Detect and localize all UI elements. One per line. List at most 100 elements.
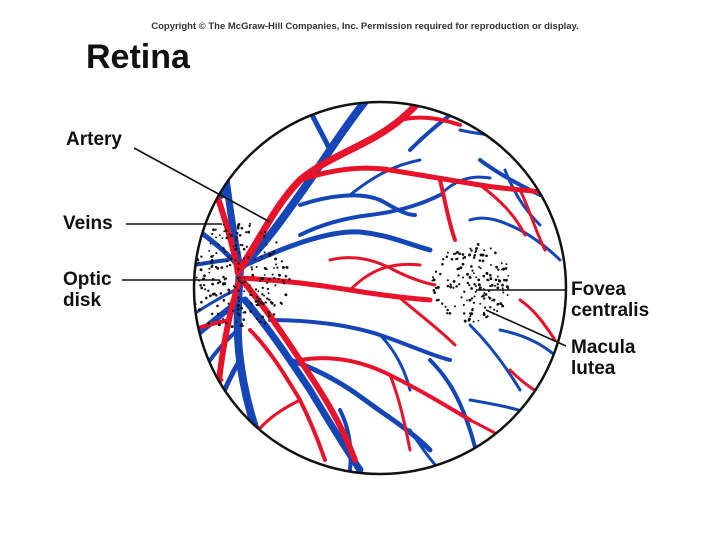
stipple-dot [432,278,436,282]
stipple-dot [207,289,210,293]
stipple-dot [239,243,242,246]
stipple-dot [254,300,258,303]
stipple-dot [446,251,449,254]
stipple-dot [238,251,241,254]
stipple-dot [237,223,240,227]
stipple-dot [497,268,500,271]
stipple-dot [507,287,510,290]
stipple-dot [245,231,248,234]
stipple-dot [485,315,488,319]
stipple-dot [257,300,260,303]
stipple-dot [262,235,266,238]
stipple-dot [449,283,452,286]
stipple-dot [259,279,262,282]
stipple-dot [472,272,475,275]
stipple-dot [446,279,449,282]
stipple-dot [225,322,228,325]
stipple-dot [469,312,472,315]
stipple-dot [259,248,262,251]
stipple-dot [243,276,246,279]
stipple-dot [238,279,241,282]
stipple-dot [230,234,233,238]
stipple-dot [273,276,276,280]
stipple-dot [228,233,231,236]
stipple-dot [211,282,214,286]
stipple-dot [216,312,220,316]
stipple-dot [486,273,489,276]
stipple-dot [200,300,203,304]
stipple-dot [227,291,231,295]
stipple-dot [284,293,288,297]
stipple-dot [220,266,224,269]
stipple-dot [472,320,475,323]
stipple-dot [473,295,476,298]
stipple-dot [254,288,258,291]
stipple-dot [274,257,278,261]
stipple-dot [461,262,465,266]
stipple-dot [224,229,228,232]
stipple-dot [495,265,499,269]
stipple-dot [480,295,484,298]
stipple-dot [238,299,240,302]
stipple-dot [448,312,452,315]
stipple-dot [239,276,242,279]
stipple-dot [255,303,258,307]
stipple-dot [258,259,261,262]
stipple-dot [502,291,505,294]
stipple-dot [277,278,280,280]
stipple-dot [454,252,457,255]
stipple-dot [483,306,487,309]
macula-dots [431,242,510,323]
stipple-dot [195,276,198,279]
stipple-dot [212,254,215,257]
stipple-dot [225,260,229,263]
stipple-dot [442,258,445,261]
stipple-dot [236,231,239,235]
veins-label: Veins [63,213,113,234]
stipple-dot [261,277,265,281]
stipple-dot [281,265,285,269]
stipple-dot [488,273,492,277]
stipple-dot [197,308,201,312]
stipple-dot [267,292,270,295]
stipple-dot [501,287,504,290]
stipple-dot [241,243,244,247]
stipple-dot [222,317,224,320]
stipple-dot [234,244,238,247]
stipple-dot [274,284,277,287]
stipple-dot [243,310,247,314]
stipple-dot [234,259,237,262]
stipple-dot [475,276,478,279]
stipple-dot [239,324,243,327]
stipple-dot [468,284,471,287]
stipple-dot [501,267,505,271]
stipple-dot [477,244,480,247]
stipple-dot [190,290,192,292]
stipple-dot [204,296,208,300]
stipple-dot [223,282,227,286]
stipple-dot [469,247,472,250]
stipple-dot [256,296,259,299]
stipple-dot [225,236,229,240]
stipple-dot [474,251,477,254]
stipple-dot [211,232,214,235]
stipple-dot [243,280,246,284]
stipple-dot [249,290,252,293]
stipple-dot [261,302,265,306]
stipple-dot [441,302,444,305]
stipple-dot [215,236,217,239]
stipple-dot [471,307,474,310]
stipple-dot [496,302,500,306]
stipple-dot [486,278,489,282]
stipple-dot [496,275,499,278]
stipple-dot [199,283,202,287]
stipple-dot [485,254,488,258]
stipple-dot [458,283,461,286]
stipple-dot [433,291,437,295]
stipple-dot [467,282,470,285]
stipple-dot [431,279,434,282]
stipple-dot [446,308,449,312]
stipple-dot [214,228,217,231]
stipple-dot [279,274,282,277]
